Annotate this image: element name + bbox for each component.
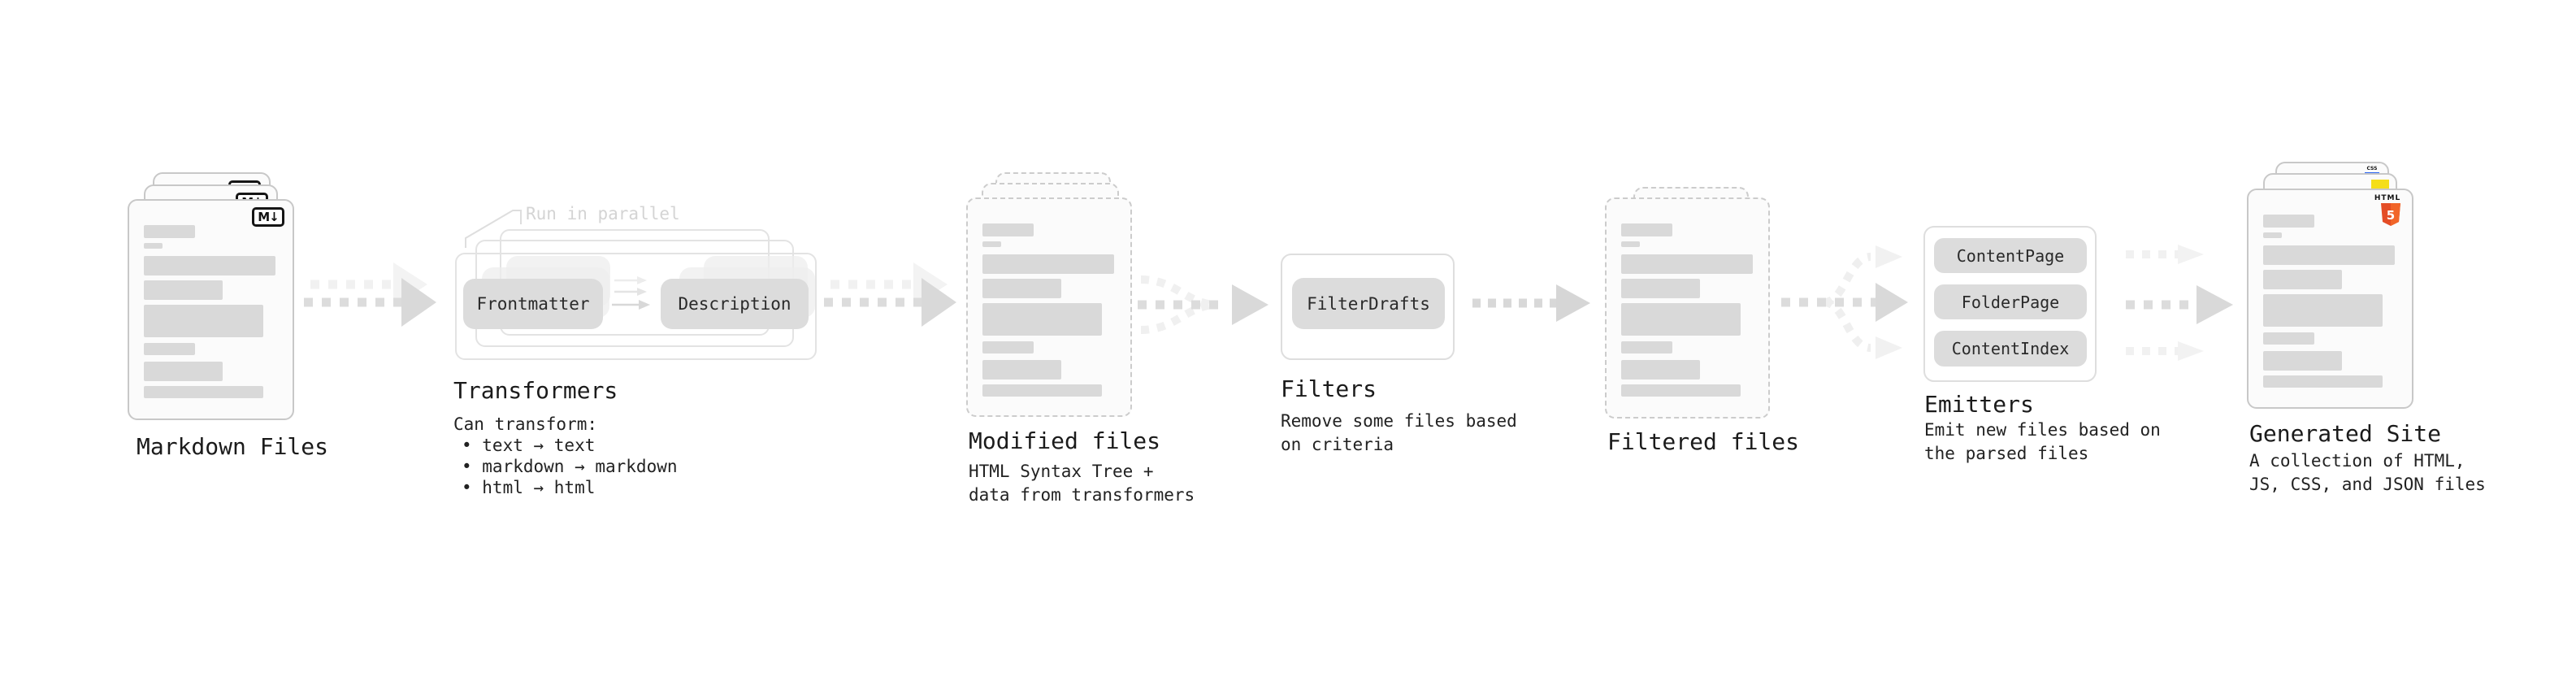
- doc-line: [2263, 294, 2383, 327]
- doc-line: [144, 386, 263, 398]
- modified-files-stack: [966, 172, 1132, 418]
- pill-contentindex: ContentIndex: [1934, 331, 2087, 367]
- doc-line: [144, 305, 263, 337]
- html5-icon: HTML 5: [2374, 195, 2401, 230]
- doc-line: [982, 241, 1001, 247]
- transformers-desc-heading: Can transform:: [453, 414, 598, 434]
- document-sheet-html: HTML 5: [2247, 189, 2413, 409]
- arrow-filtered-to-emitters: [1781, 245, 1908, 359]
- doc-line: [2263, 215, 2314, 228]
- pill-folderpage: FolderPage: [1934, 284, 2087, 319]
- markdown-files-title: Markdown Files: [137, 433, 329, 460]
- doc-line: [144, 243, 163, 249]
- modified-files-title: Modified files: [969, 427, 1161, 454]
- transformers-description: Can transform: • text → text • markdown …: [453, 414, 678, 498]
- filters-title: Filters: [1281, 375, 1377, 402]
- run-in-parallel-callout-line: [465, 210, 522, 248]
- document-sheet-front: M↓: [128, 199, 294, 420]
- css-icon-label: CSS: [2366, 166, 2378, 171]
- doc-line: [982, 223, 1034, 236]
- doc-line: [982, 279, 1061, 298]
- arrow-modified-to-filters: [1138, 275, 1268, 334]
- filtered-files-title: Filtered files: [1607, 428, 1800, 455]
- generated-site-title: Generated Site: [2249, 420, 2442, 447]
- pill-filterdrafts: FilterDrafts: [1292, 278, 1445, 329]
- pill-description: Description: [661, 279, 809, 329]
- doc-line: [982, 303, 1102, 336]
- doc-line: [982, 341, 1034, 354]
- transformers-title: Transformers: [453, 377, 618, 404]
- arrow-emitters-to-generated: [2126, 245, 2233, 361]
- transformers-bullet: • markdown → markdown: [462, 457, 678, 476]
- generated-site-subtitle: A collection of HTML, JS, CSS, and JSON …: [2249, 451, 2486, 494]
- emitters-title: Emitters: [1924, 391, 2034, 418]
- doc-line: [982, 360, 1061, 380]
- doc-line: [1621, 341, 1672, 354]
- doc-line: [1621, 384, 1741, 397]
- doc-line: [1621, 241, 1640, 247]
- doc-line: [144, 225, 195, 238]
- arrow-markdown-to-transformers: [304, 262, 436, 327]
- doc-line: [982, 254, 1114, 274]
- doc-line: [2263, 375, 2383, 388]
- html5-icon-label: HTML: [2374, 194, 2401, 202]
- doc-line: [144, 280, 223, 300]
- pill-frontmatter: Frontmatter: [463, 279, 603, 329]
- doc-line: [1621, 303, 1741, 336]
- emitters-subtitle: Emit new files based on the parsed files: [1924, 420, 2161, 463]
- transformers-bullet: • html → html: [462, 478, 596, 497]
- transformers-box: [455, 253, 817, 360]
- doc-line: [1621, 360, 1700, 380]
- run-in-parallel-note: Run in parallel: [526, 204, 680, 223]
- generated-site-stack: CSS HTML 5: [2247, 162, 2413, 410]
- document-sheet-front: [966, 197, 1132, 417]
- doc-line: [144, 343, 195, 355]
- modified-files-subtitle: HTML Syntax Tree + data from transformer…: [969, 462, 1195, 505]
- parallel-arrows-icon: [612, 276, 650, 310]
- arrow-transformers-to-modified: [824, 262, 956, 327]
- doc-line: [2263, 270, 2342, 289]
- html5-shield-icon: 5: [2381, 203, 2400, 226]
- document-sheet-front: [1605, 197, 1770, 419]
- filters-subtitle: Remove some files based on criteria: [1281, 411, 1517, 454]
- doc-line: [2263, 351, 2342, 371]
- doc-line: [982, 384, 1102, 397]
- markdown-icon: M↓: [252, 207, 284, 227]
- javascript-icon: [2371, 180, 2389, 191]
- doc-line: [1621, 279, 1700, 298]
- arrow-filters-to-filtered: [1472, 284, 1590, 322]
- doc-line: [1621, 254, 1753, 274]
- doc-line: [2263, 232, 2282, 238]
- pill-contentpage: ContentPage: [1934, 238, 2087, 273]
- filtered-files-stack: [1605, 187, 1770, 419]
- doc-line: [2263, 332, 2314, 345]
- doc-line: [144, 256, 275, 275]
- doc-line: [144, 362, 223, 381]
- svg-text:5: 5: [2387, 208, 2395, 223]
- transformers-bullet: • text → text: [462, 436, 596, 455]
- markdown-files-stack: M↓ M↓ M↓: [128, 162, 294, 422]
- doc-line: [2263, 245, 2395, 265]
- doc-line: [1621, 223, 1672, 236]
